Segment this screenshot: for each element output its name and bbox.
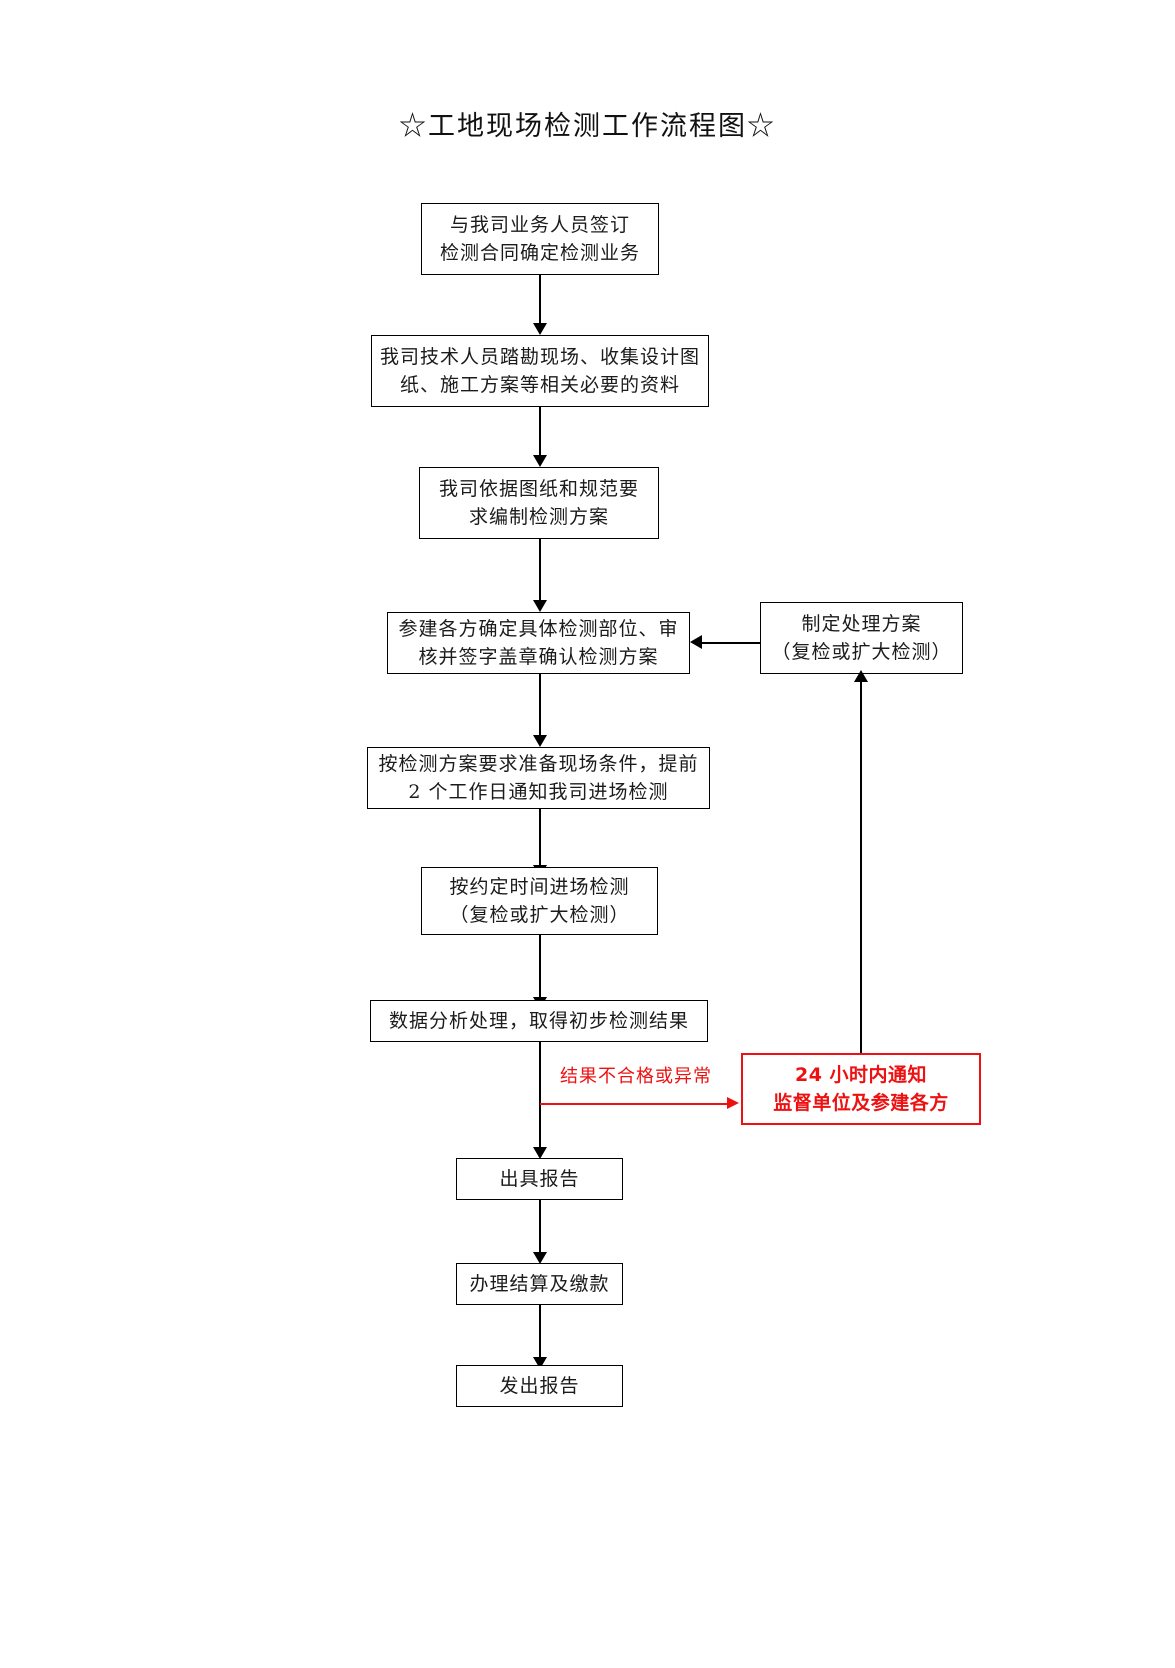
node-line-2: （复检或扩大检测）	[771, 641, 952, 663]
arrowhead-n7-n8	[533, 1147, 547, 1159]
node-line-2: 监督单位及参建各方	[773, 1092, 949, 1114]
node-deliver-report: 发出报告	[456, 1365, 623, 1407]
connector-n1-n2	[539, 275, 541, 323]
connector-n2-n3	[539, 407, 541, 455]
node-confirm-plan: 参建各方确定具体检测部位、审 核并签字盖章确认检测方案	[387, 612, 690, 674]
arrowhead-n2-n3	[533, 455, 547, 467]
node-line-2: 求编制检测方案	[468, 506, 609, 528]
connector-n7-n8	[539, 1042, 541, 1155]
connector-n7-alert	[540, 1103, 730, 1105]
node-notify-within-24h: 24 小时内通知 监督单位及参建各方	[741, 1053, 981, 1125]
node-line-2: 纸、施工方案等相关必要的资料	[399, 374, 680, 396]
node-issue-report: 出具报告	[456, 1158, 623, 1200]
arrowhead-n7-alert	[727, 1097, 739, 1109]
connector-n6-n7	[539, 935, 541, 997]
connector-n8-n9	[539, 1200, 541, 1252]
node-line-2: 2 个工作日通知我司进场检测	[408, 781, 669, 803]
edge-label-result-failed: 结果不合格或异常	[560, 1066, 712, 1087]
node-line-1: 出具报告	[499, 1167, 580, 1190]
node-onsite-testing: 按约定时间进场检测 （复检或扩大检测）	[421, 867, 658, 935]
node-prepare-site-conditions: 按检测方案要求准备现场条件，提前 2 个工作日通知我司进场检测	[367, 747, 710, 809]
node-data-analysis: 数据分析处理，取得初步检测结果	[370, 1000, 708, 1042]
node-sign-contract: 与我司业务人员签订 检测合同确定检测业务	[421, 203, 659, 275]
arrowhead-alert-s1	[854, 670, 868, 682]
node-line-1: 发出报告	[499, 1374, 580, 1397]
node-line-1: 按约定时间进场检测	[449, 875, 630, 898]
connector-n5-n6	[539, 809, 541, 865]
node-line-1: 数据分析处理，取得初步检测结果	[388, 1009, 689, 1032]
connector-s1-n4	[702, 642, 760, 644]
node-line-1: 按检测方案要求准备现场条件，提前	[378, 752, 699, 775]
page-title: ☆工地现场检测工作流程图☆	[399, 111, 776, 142]
node-prepare-test-plan: 我司依据图纸和规范要 求编制检测方案	[419, 467, 659, 539]
node-line-1: 参建各方确定具体检测部位、审	[398, 617, 679, 640]
arrowhead-n1-n2	[533, 323, 547, 335]
node-line-2: 检测合同确定检测业务	[439, 242, 640, 264]
node-line-1: 我司技术人员踏勘现场、收集设计图	[379, 345, 700, 368]
node-line-2: 核并签字盖章确认检测方案	[418, 646, 659, 668]
arrowhead-n4-n5	[533, 735, 547, 747]
connector-alert-s1	[860, 682, 862, 1053]
arrowhead-n3-n4	[533, 600, 547, 612]
arrowhead-n8-n9	[533, 1252, 547, 1264]
node-remediation-plan: 制定处理方案 （复检或扩大检测）	[760, 602, 963, 674]
node-site-survey: 我司技术人员踏勘现场、收集设计图 纸、施工方案等相关必要的资料	[371, 335, 709, 407]
arrowhead-s1-n4	[690, 635, 702, 649]
node-line-1: 我司依据图纸和规范要	[438, 477, 639, 500]
connector-n9-n10	[539, 1305, 541, 1357]
connector-n3-n4	[539, 539, 541, 600]
node-line-2: （复检或扩大检测）	[449, 904, 630, 926]
node-line-1: 与我司业务人员签订	[449, 213, 630, 236]
node-line-1: 办理结算及缴款	[469, 1272, 610, 1295]
node-line-1: 24 小时内通知	[794, 1063, 928, 1086]
node-settlement-payment: 办理结算及缴款	[456, 1263, 623, 1305]
connector-n4-n5	[539, 674, 541, 735]
node-line-1: 制定处理方案	[801, 612, 922, 635]
